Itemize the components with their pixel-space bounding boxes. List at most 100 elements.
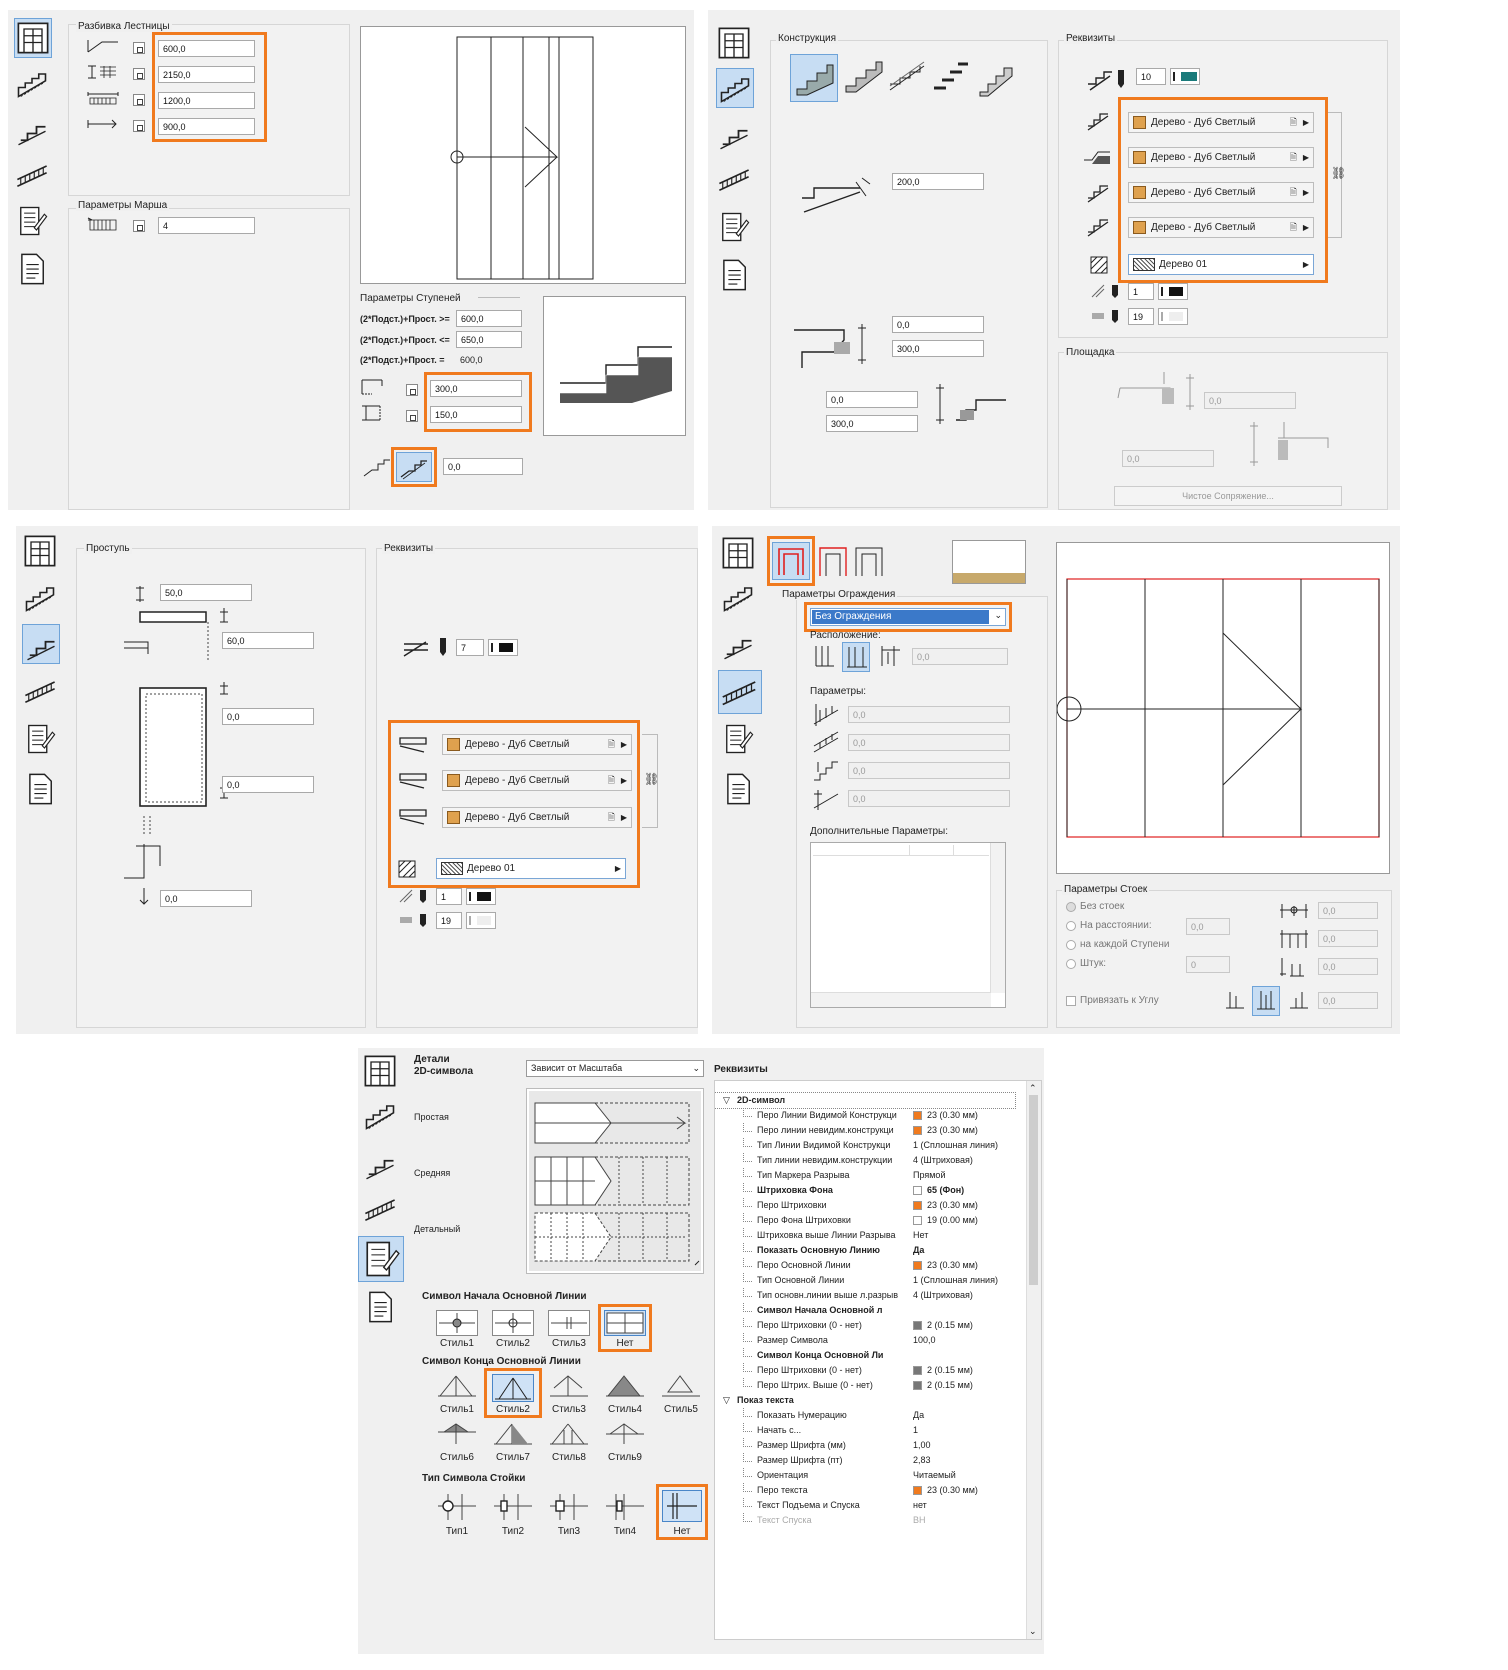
tree-row[interactable]: Размер Шрифта (пт)2,83 xyxy=(715,1453,1035,1468)
scrollbar[interactable] xyxy=(811,992,991,1007)
lock-toggle[interactable] xyxy=(133,220,145,232)
tree-value[interactable]: 4 (Штриховая) xyxy=(913,1290,973,1300)
landing-depth-field[interactable]: 300,0 xyxy=(892,340,984,357)
tree-section-header[interactable]: ▽Показ текста xyxy=(715,1393,1035,1408)
stair-run-field[interactable]: 900,0 xyxy=(158,118,255,135)
collapse-triangle-icon[interactable]: ▽ xyxy=(723,1095,730,1105)
end-style-2-button[interactable] xyxy=(492,1374,534,1402)
sidebar-structure-button[interactable] xyxy=(720,578,758,618)
tread-bottom-field[interactable]: 0,0 xyxy=(160,890,252,907)
placement-center-button[interactable] xyxy=(842,642,870,672)
sidebar-structure-button[interactable] xyxy=(14,64,52,104)
tread-offset-a-field[interactable]: 0,0 xyxy=(222,708,314,725)
scrollbar[interactable] xyxy=(990,843,1005,993)
stair-stringer-icon[interactable] xyxy=(886,56,928,98)
bottom-offset-field[interactable]: 0,0 xyxy=(826,391,918,408)
slab-thickness-field[interactable]: 200,0 xyxy=(892,173,984,190)
posts-each-step-radio[interactable] xyxy=(1066,940,1076,950)
link-chain-icon[interactable]: ⛓ xyxy=(1331,166,1347,180)
material-select[interactable]: Дерево - Дуб Светлый🗎▶ xyxy=(1128,217,1314,238)
sidebar-doc-button[interactable] xyxy=(720,770,758,810)
tree-value[interactable]: 2 (0.15 мм) xyxy=(927,1380,973,1390)
material-select[interactable]: Дерево - Дуб Светлый🗎▶ xyxy=(1128,182,1314,203)
tree-value[interactable]: 19 (0.00 мм) xyxy=(927,1215,978,1225)
riser-count-field[interactable]: 4 xyxy=(158,217,255,234)
sidebar-doc-button[interactable] xyxy=(716,256,754,296)
railing-left-icon[interactable] xyxy=(816,544,850,578)
fill-select[interactable]: Дерево 01▶ xyxy=(436,858,626,879)
rule-max-field[interactable]: 650,0 xyxy=(456,331,522,348)
no-posts-radio[interactable] xyxy=(1066,902,1076,912)
lock-toggle[interactable] xyxy=(133,68,145,80)
fill-select[interactable]: Дерево 01▶ xyxy=(1128,254,1314,275)
sidebar-doc-button[interactable] xyxy=(362,1288,400,1328)
tree-row[interactable]: Размер Шрифта (мм)1,00 xyxy=(715,1438,1035,1453)
sidebar-plan-button[interactable] xyxy=(716,24,754,64)
material-select[interactable]: Дерево - Дуб Светлый🗎▶ xyxy=(1128,112,1314,133)
tree-value[interactable]: Нет xyxy=(913,1230,929,1240)
sidebar-tread-button[interactable] xyxy=(22,624,60,664)
stair-type-b-button[interactable] xyxy=(396,452,432,482)
post-type-3-icon[interactable] xyxy=(548,1492,590,1522)
sidebar-2d-button[interactable] xyxy=(716,208,754,248)
tree-value[interactable]: ВН xyxy=(913,1515,926,1525)
fill-pen-field[interactable]: 1 xyxy=(1128,283,1154,300)
landing-bottom-field[interactable]: 0,0 xyxy=(1122,450,1214,467)
sidebar-2d-button[interactable] xyxy=(358,1236,404,1282)
rail-height-field[interactable]: 0,0 xyxy=(848,706,1010,723)
bg-pen-field[interactable]: 19 xyxy=(436,912,462,929)
corner-center-button[interactable] xyxy=(1252,986,1280,1016)
sidebar-2d-button[interactable] xyxy=(22,720,60,760)
corner-offset-field[interactable]: 0,0 xyxy=(1318,992,1378,1009)
placement-offset-field[interactable]: 0,0 xyxy=(912,648,1008,665)
landing-offset-field[interactable]: 0,0 xyxy=(892,316,984,333)
scroll-up-icon[interactable]: ⌃ xyxy=(1029,1083,1037,1093)
sidebar-railing-button[interactable] xyxy=(718,670,762,714)
sidebar-plan-button[interactable] xyxy=(22,532,60,572)
tree-value[interactable]: 23 (0.30 мм) xyxy=(927,1200,978,1210)
sidebar-structure-button[interactable] xyxy=(362,1096,400,1136)
rail-bottom-field[interactable]: 0,0 xyxy=(848,790,1010,807)
sidebar-railing-button[interactable] xyxy=(22,672,60,712)
tree-value[interactable]: Прямой xyxy=(913,1170,946,1180)
post-width-field[interactable]: 0,0 xyxy=(1318,930,1378,947)
sidebar-structure-button[interactable] xyxy=(716,68,754,108)
tree-value[interactable]: 100,0 xyxy=(913,1335,936,1345)
lock-toggle[interactable] xyxy=(133,120,145,132)
sidebar-tread-button[interactable] xyxy=(720,624,758,664)
stair-slab-icon[interactable] xyxy=(976,56,1018,98)
sidebar-structure-button[interactable] xyxy=(22,578,60,618)
material-select[interactable]: Дерево - Дуб Светлый🗎▶ xyxy=(442,734,632,755)
extra-params-list[interactable] xyxy=(810,842,1006,1008)
railing-right-icon[interactable] xyxy=(852,544,886,578)
sidebar-tread-button[interactable] xyxy=(362,1144,400,1184)
tree-value[interactable]: 1 (Сплошная линия) xyxy=(913,1275,998,1285)
material-select[interactable]: Дерево - Дуб Светлый🗎▶ xyxy=(442,807,632,828)
stair-type-a-icon[interactable] xyxy=(362,458,392,478)
pen-number-field[interactable]: 7 xyxy=(456,639,484,656)
end-style-1-icon[interactable] xyxy=(436,1374,478,1398)
posts-count-radio[interactable] xyxy=(1066,959,1076,969)
scroll-down-icon[interactable]: ⌄ xyxy=(1029,1626,1037,1636)
construction-type-1-button[interactable] xyxy=(790,54,838,102)
post-type-1-icon[interactable] xyxy=(436,1492,478,1522)
tree-value[interactable]: 1 xyxy=(913,1425,919,1435)
corner-right-icon[interactable] xyxy=(1286,988,1312,1014)
tree-value[interactable]: 65 (Фон) xyxy=(927,1185,965,1195)
link-chain-icon[interactable]: ⛓ xyxy=(644,772,660,786)
lock-toggle[interactable] xyxy=(406,384,418,396)
tree-row[interactable]: Символ Начала Основной л xyxy=(715,1303,1035,1318)
scale-select[interactable]: Зависит от Масштаба ⌄ xyxy=(526,1060,704,1077)
tree-section-header[interactable]: ▽2D-символ xyxy=(715,1092,1016,1109)
stair-height-field[interactable]: 2150,0 xyxy=(158,66,255,83)
